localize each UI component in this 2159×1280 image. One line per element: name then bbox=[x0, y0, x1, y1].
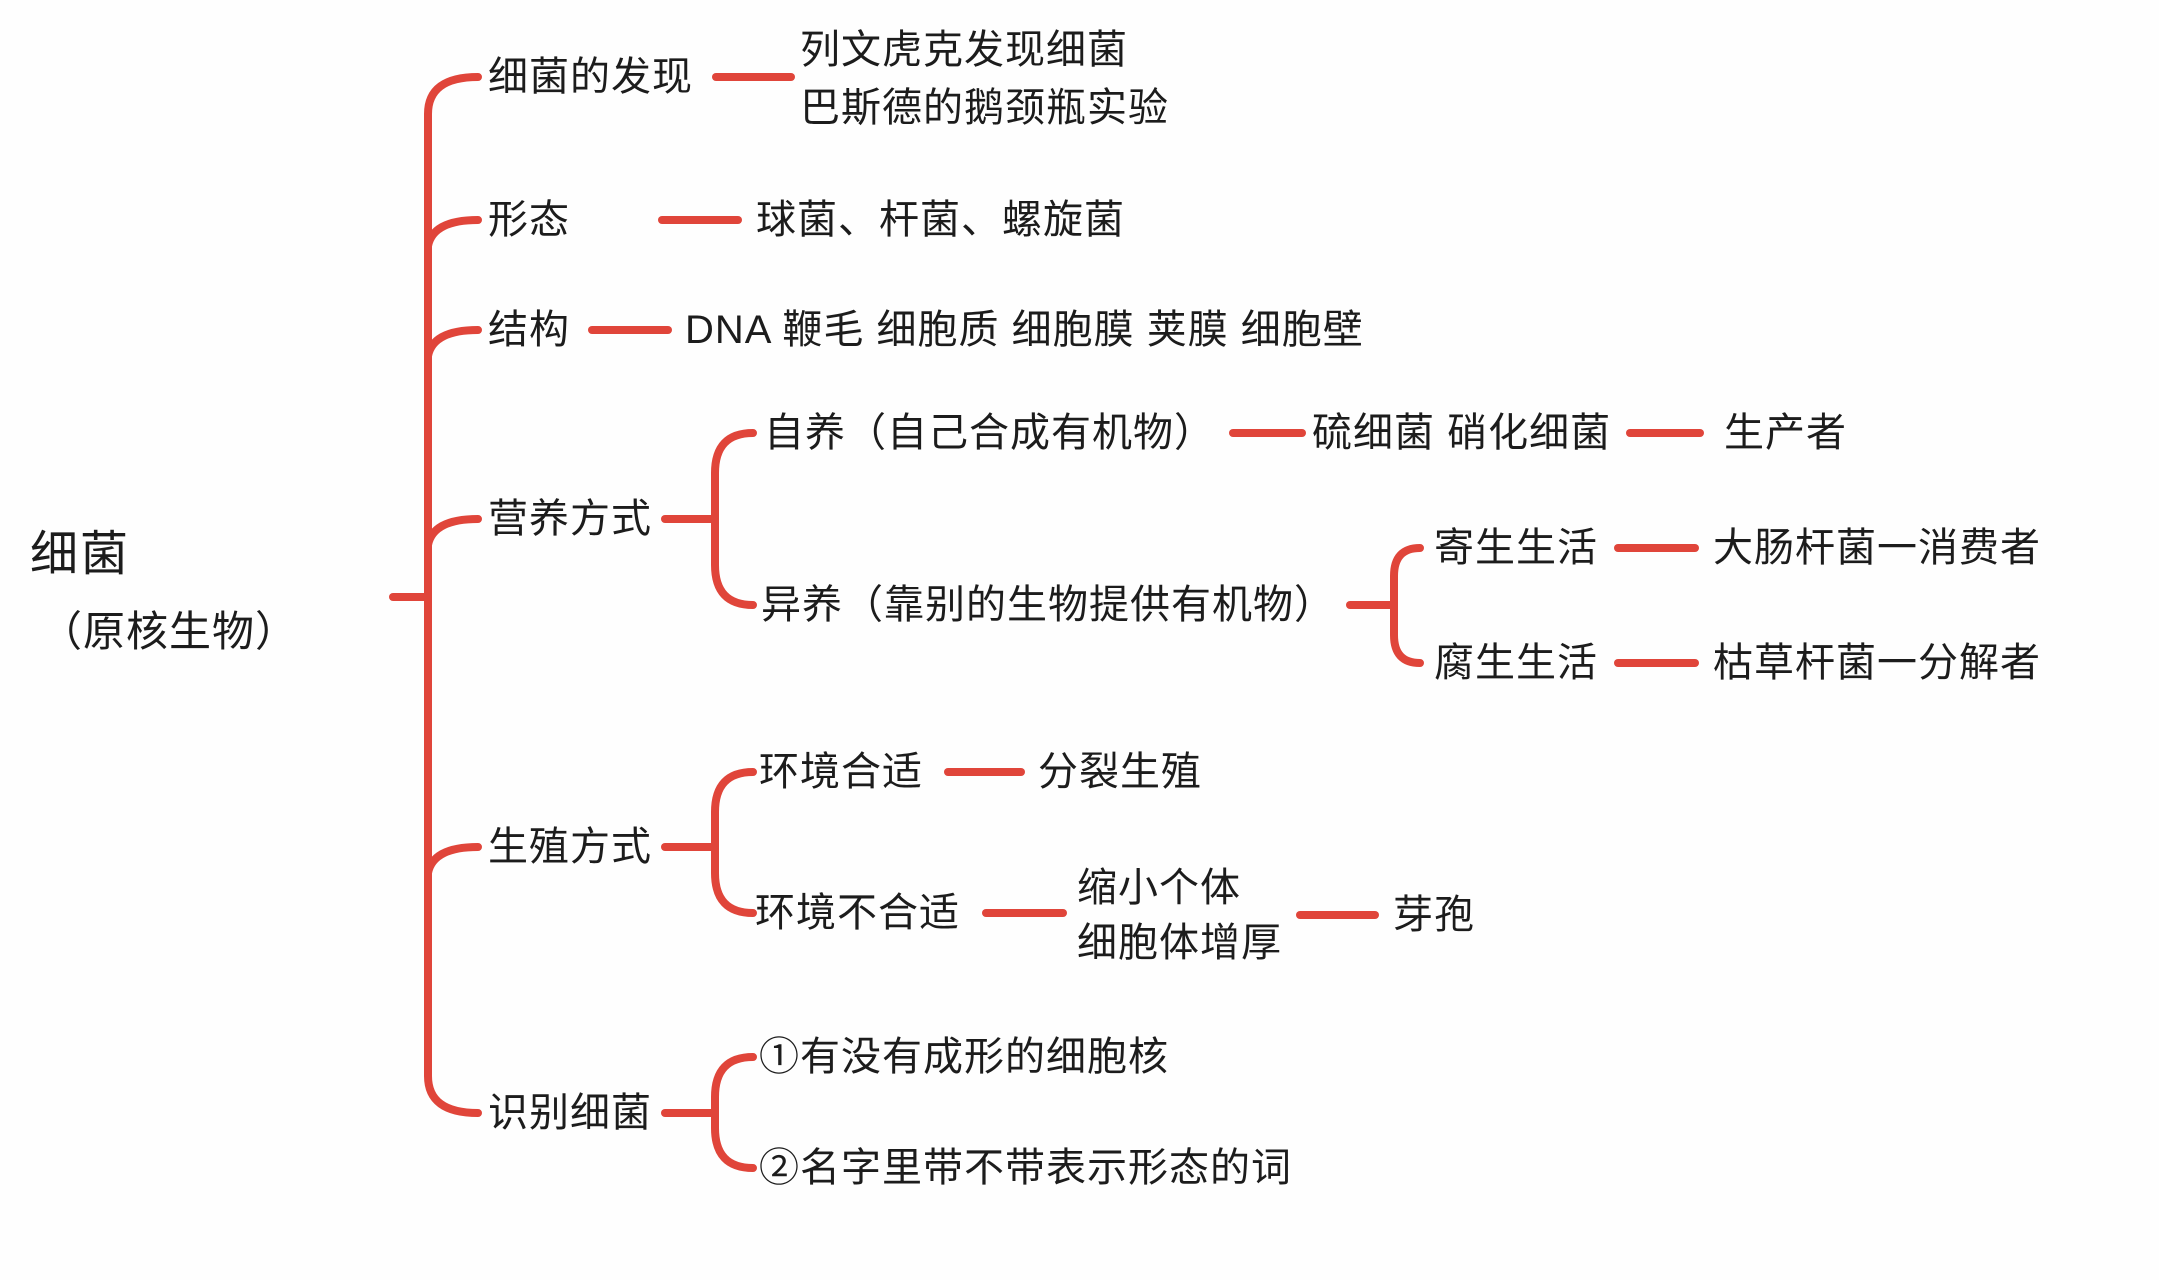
hook-morphology bbox=[424, 216, 482, 250]
heterotrophy-saprophytic-label: 腐生生活 bbox=[1434, 641, 1598, 685]
identification-criterion-1: ①有没有成形的细胞核 bbox=[759, 1035, 1169, 1079]
hook-reproduction bbox=[424, 843, 482, 877]
reproduction-unfavorable-label: 环境不合适 bbox=[755, 891, 960, 935]
unfavorable-result-spore: 芽孢 bbox=[1393, 893, 1475, 937]
bracket-nutrition bbox=[711, 429, 757, 609]
unfavorable-process-shrink: 缩小个体 bbox=[1077, 866, 1241, 910]
morphology-value: 球菌、杆菌、螺旋菌 bbox=[756, 198, 1125, 242]
parasitic-example: 大肠杆菌一消费者 bbox=[1713, 526, 2041, 570]
favorable-result: 分裂生殖 bbox=[1038, 750, 1202, 794]
branch-structure-label: 结构 bbox=[488, 308, 570, 352]
branch-nutrition-label: 营养方式 bbox=[488, 497, 652, 541]
discovery-fact-pasteur: 巴斯德的鹅颈瓶实验 bbox=[800, 86, 1169, 130]
discovery-fact-leeuwenhoek: 列文虎克发现细菌 bbox=[800, 28, 1128, 72]
unfavorable-process-thicken: 细胞体增厚 bbox=[1077, 921, 1282, 965]
heterotrophy-parasitic-label: 寄生生活 bbox=[1434, 526, 1598, 570]
bracket-heterotrophy bbox=[1390, 544, 1424, 667]
bracket-identification bbox=[711, 1053, 757, 1172]
root-node-title: 细菌 bbox=[30, 528, 131, 581]
nutrition-autotrophy-label: 自养（自己合成有机物） bbox=[764, 411, 1215, 455]
autotrophy-role: 生产者 bbox=[1724, 411, 1847, 455]
reproduction-favorable-label: 环境合适 bbox=[759, 750, 923, 794]
identification-criterion-2: ②名字里带不带表示形态的词 bbox=[759, 1146, 1292, 1190]
hook-structure bbox=[424, 326, 482, 360]
branch-identification-label: 识别细菌 bbox=[488, 1091, 652, 1135]
hook-nutrition bbox=[424, 515, 482, 549]
bracket-reproduction bbox=[711, 768, 757, 917]
nutrition-heterotrophy-label: 异养（靠别的生物提供有机物） bbox=[761, 583, 1335, 627]
branch-discovery-label: 细菌的发现 bbox=[488, 55, 693, 99]
branch-morphology-label: 形态 bbox=[488, 198, 570, 242]
structure-value: DNA 鞭毛 细胞质 细胞膜 荚膜 细胞壁 bbox=[685, 308, 1364, 352]
root-node-subtitle: （原核生物） bbox=[40, 608, 299, 655]
autotrophy-examples: 硫细菌 硝化细菌 bbox=[1312, 411, 1612, 455]
branch-reproduction-label: 生殖方式 bbox=[488, 825, 652, 869]
saprophytic-example: 枯草杆菌一分解者 bbox=[1713, 641, 2041, 685]
